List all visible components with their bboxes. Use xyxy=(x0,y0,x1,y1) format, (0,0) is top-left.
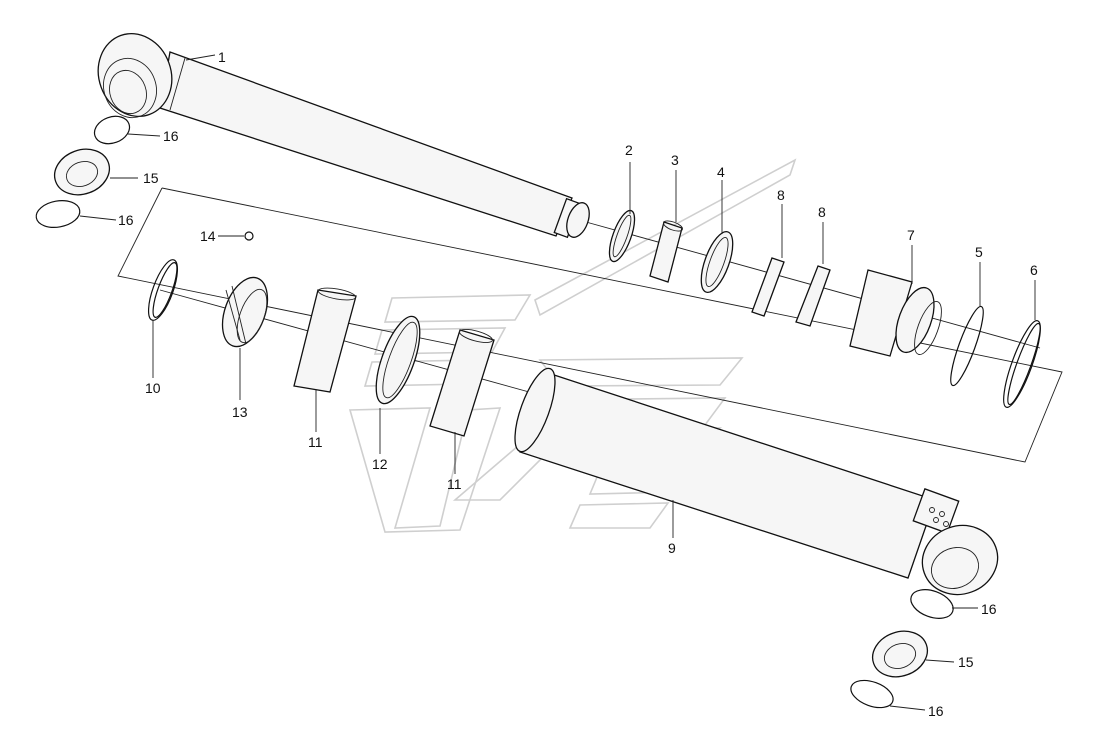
callout-4: 4 xyxy=(717,164,725,180)
callout-2: 2 xyxy=(625,142,633,158)
callout-15b: 15 xyxy=(958,654,974,670)
guide-seal-kit xyxy=(147,231,495,437)
callout-6: 6 xyxy=(1030,262,1038,278)
callouts: 1 2 3 4 5 6 7 8 8 9 10 11 11 12 13 14 15… xyxy=(79,49,1038,719)
piston-rod xyxy=(97,33,590,239)
callout-8a: 8 xyxy=(777,187,785,203)
callout-16b: 16 xyxy=(118,212,134,228)
callout-14: 14 xyxy=(200,228,216,244)
callout-16d: 16 xyxy=(928,703,944,719)
callout-8b: 8 xyxy=(818,204,826,220)
rod-end-bushing-upper xyxy=(35,115,131,228)
callout-16c: 16 xyxy=(981,601,997,617)
callout-11a: 11 xyxy=(308,434,323,450)
rod-seal-kit xyxy=(608,209,1041,408)
callout-16a: 16 xyxy=(163,128,179,144)
cylinder-barrel xyxy=(514,367,999,596)
callout-10: 10 xyxy=(145,380,161,396)
callout-13: 13 xyxy=(232,404,248,420)
callout-5: 5 xyxy=(975,244,983,260)
rod-end-bushing-lower xyxy=(850,589,954,709)
callout-7: 7 xyxy=(907,227,915,243)
callout-1: 1 xyxy=(218,49,226,65)
callout-11b: 11 xyxy=(447,476,462,492)
callout-15a: 15 xyxy=(143,170,159,186)
callout-12: 12 xyxy=(372,456,388,472)
callout-9: 9 xyxy=(668,540,676,556)
callout-3: 3 xyxy=(671,152,679,168)
